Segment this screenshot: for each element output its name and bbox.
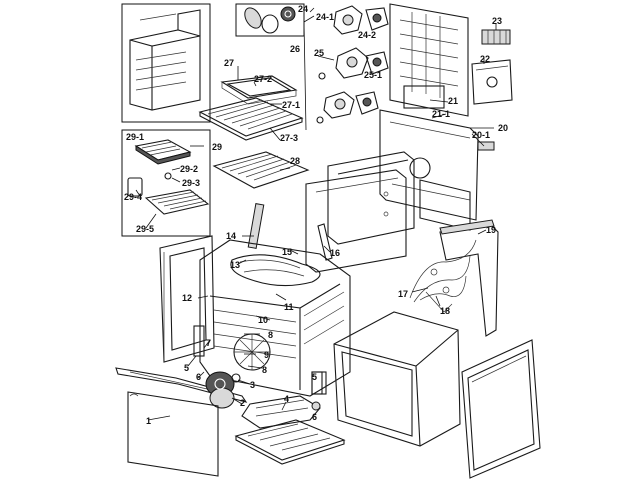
part-24-inset bbox=[235, 3, 305, 37]
part-24-1-bracket bbox=[333, 5, 389, 35]
label-part-23: 23 bbox=[492, 16, 502, 26]
bake-element bbox=[241, 395, 321, 429]
label-part-8-lower: 8 bbox=[262, 365, 267, 375]
label-part-5-left: 5 bbox=[184, 363, 189, 373]
part-labels: 1 2 3 4 5 5 6 6 7 8 8 9 10 11 12 13 14 1… bbox=[124, 4, 508, 426]
label-part-12: 12 bbox=[182, 293, 192, 303]
label-part-29: 29 bbox=[212, 142, 222, 152]
label-part-5-right: 5 bbox=[312, 372, 317, 382]
label-part-20: 20 bbox=[498, 123, 508, 133]
label-part-3: 3 bbox=[250, 380, 255, 390]
convection-fan bbox=[205, 371, 241, 409]
door-side-frame bbox=[159, 235, 215, 363]
rear-panel bbox=[379, 3, 495, 221]
door-glass-panel bbox=[461, 339, 541, 479]
part-23-terminal bbox=[481, 29, 511, 45]
part-25-bracket bbox=[335, 47, 389, 79]
label-part-29-3: 29-3 bbox=[182, 178, 200, 188]
label-part-4: 4 bbox=[284, 394, 289, 404]
label-part-27-2: 27-2 bbox=[254, 74, 272, 84]
label-part-24-2: 24-2 bbox=[358, 30, 376, 40]
drawer-panel bbox=[127, 391, 219, 477]
oven-rack-28 bbox=[212, 151, 310, 189]
label-part-21: 21 bbox=[448, 96, 458, 106]
label-part-29-5: 29-5 bbox=[136, 224, 154, 234]
label-part-26: 26 bbox=[290, 44, 300, 54]
door-side-trim bbox=[439, 219, 499, 337]
oven-rack-27 bbox=[198, 97, 304, 141]
label-part-29-1: 29-1 bbox=[126, 132, 144, 142]
oven-liner-panel bbox=[305, 151, 415, 273]
broil-pan bbox=[220, 75, 298, 105]
label-part-1: 1 bbox=[146, 416, 151, 426]
label-part-19: 19 bbox=[486, 225, 496, 235]
leader-lines bbox=[135, 7, 497, 421]
label-part-27-3: 27-3 bbox=[280, 133, 298, 143]
label-part-20-1: 20-1 bbox=[472, 130, 490, 140]
accessory-inset bbox=[121, 129, 211, 237]
label-part-8-upper: 8 bbox=[268, 330, 273, 340]
label-part-22: 22 bbox=[480, 54, 490, 64]
label-part-29-4: 29-4 bbox=[124, 192, 142, 202]
label-part-6-left: 6 bbox=[196, 372, 201, 382]
label-part-14: 14 bbox=[226, 231, 236, 241]
label-part-27: 27 bbox=[224, 58, 234, 68]
label-part-2: 2 bbox=[240, 398, 245, 408]
sensor-bracket bbox=[311, 371, 327, 411]
label-part-24: 24 bbox=[298, 4, 308, 14]
label-part-29-2: 29-2 bbox=[180, 164, 198, 174]
label-part-7: 7 bbox=[206, 338, 211, 348]
heater-strip bbox=[247, 203, 333, 261]
wire-harness bbox=[409, 239, 477, 313]
inset-range-cabinet bbox=[121, 3, 211, 123]
label-part-18: 18 bbox=[440, 306, 450, 316]
label-part-11: 11 bbox=[284, 302, 294, 312]
label-part-6-right: 6 bbox=[312, 412, 317, 422]
part-22-bracket bbox=[471, 59, 513, 105]
label-part-21-1: 21-1 bbox=[432, 109, 450, 119]
insulation-blanket bbox=[419, 179, 471, 231]
label-part-10: 10 bbox=[258, 315, 268, 325]
label-part-15: 15 bbox=[282, 247, 292, 257]
label-part-17: 17 bbox=[398, 289, 408, 299]
label-part-25: 25 bbox=[314, 48, 324, 58]
label-part-25-1: 25-1 bbox=[364, 70, 382, 80]
label-part-9: 9 bbox=[264, 350, 269, 360]
outer-cabinet bbox=[333, 311, 461, 447]
label-part-24-1: 24-1 bbox=[316, 12, 334, 22]
label-part-16: 16 bbox=[330, 248, 340, 258]
bottom-tray bbox=[234, 419, 346, 465]
label-part-27-1: 27-1 bbox=[282, 100, 300, 110]
label-part-28: 28 bbox=[290, 156, 300, 166]
label-part-13: 13 bbox=[230, 260, 240, 270]
part-26-bracket bbox=[303, 15, 379, 131]
